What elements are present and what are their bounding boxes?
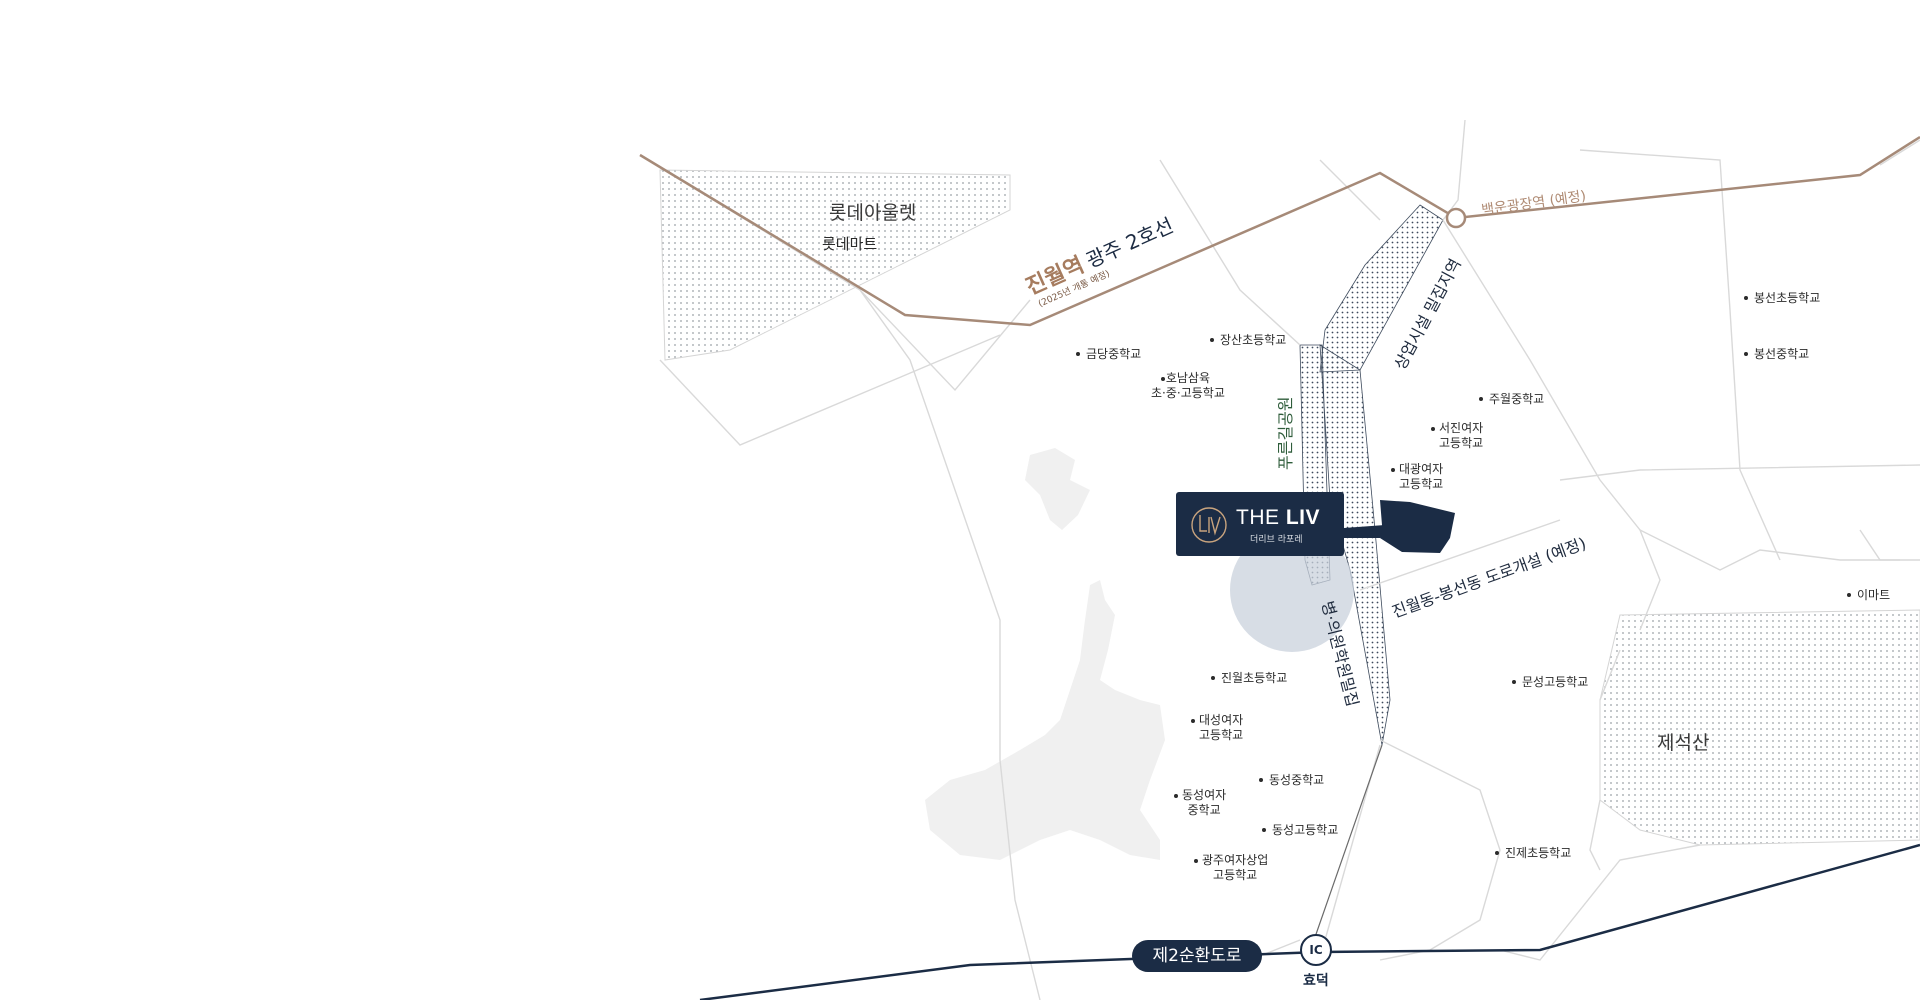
- brand-pointer: [1344, 525, 1385, 538]
- ring-road-badge: 제2순환도로: [1132, 940, 1262, 972]
- the-liv-logo-icon: [1191, 507, 1227, 543]
- lotte-outlet-zone: [659, 169, 1011, 361]
- school-label: 대성여자 고등학교: [1191, 713, 1243, 743]
- school-label: 금당중학교: [1076, 347, 1141, 362]
- school-label: 호남삼육 초·중·고등학교: [1151, 371, 1225, 400]
- mountain-area-large: [925, 580, 1165, 860]
- commercial-corridor: [1319, 204, 1444, 373]
- school-label: 문성고등학교: [1512, 675, 1588, 690]
- school-label: 광주여자상업 고등학교: [1194, 853, 1268, 883]
- emart-text: 이마트: [1857, 588, 1891, 602]
- road-network: [639, 119, 1920, 1000]
- school-label: 동성여자 중학교: [1174, 788, 1226, 818]
- ic-connector: [1313, 744, 1383, 941]
- emart-label: 이마트: [1847, 588, 1890, 603]
- school-label: 동성고등학교: [1262, 823, 1338, 838]
- brand-name: THE LIV: [1236, 506, 1321, 529]
- jeseoksan-zone: [1599, 609, 1920, 846]
- the-liv-brand-box[interactable]: THE LIV 더리브 라포레: [1176, 492, 1344, 556]
- lotte-outlet-label: 롯데아울렛: [829, 202, 917, 224]
- school-label: 주월중학교: [1479, 392, 1544, 407]
- ic-name-label: 효덕: [1303, 973, 1329, 989]
- subway-line-2: [639, 135, 1920, 327]
- school-label: 장산초등학교: [1210, 333, 1286, 348]
- baegun-station-marker: [1445, 207, 1467, 229]
- mountain-area: [1025, 448, 1090, 530]
- school-label: 서진여자 고등학교: [1431, 421, 1483, 451]
- school-label: 진제초등학교: [1495, 846, 1571, 861]
- site-radius: [1230, 528, 1354, 652]
- school-label: 봉선초등학교: [1744, 291, 1820, 306]
- school-label: 동성중학교: [1259, 773, 1324, 788]
- ic-badge: IC: [1300, 934, 1332, 966]
- brand-subtitle: 더리브 라포레: [1250, 535, 1303, 545]
- school-label: 진월초등학교: [1211, 671, 1287, 686]
- site-polygon: [1380, 500, 1455, 553]
- lotte-mart-label: 롯데마트: [822, 235, 878, 253]
- school-label: 봉선중학교: [1744, 347, 1809, 362]
- school-label: 대광여자 고등학교: [1391, 462, 1443, 492]
- jeseoksan-label: 제석산: [1657, 732, 1710, 754]
- emart-dot: [1847, 592, 1851, 597]
- park-label: 푸른길공원: [1276, 396, 1295, 470]
